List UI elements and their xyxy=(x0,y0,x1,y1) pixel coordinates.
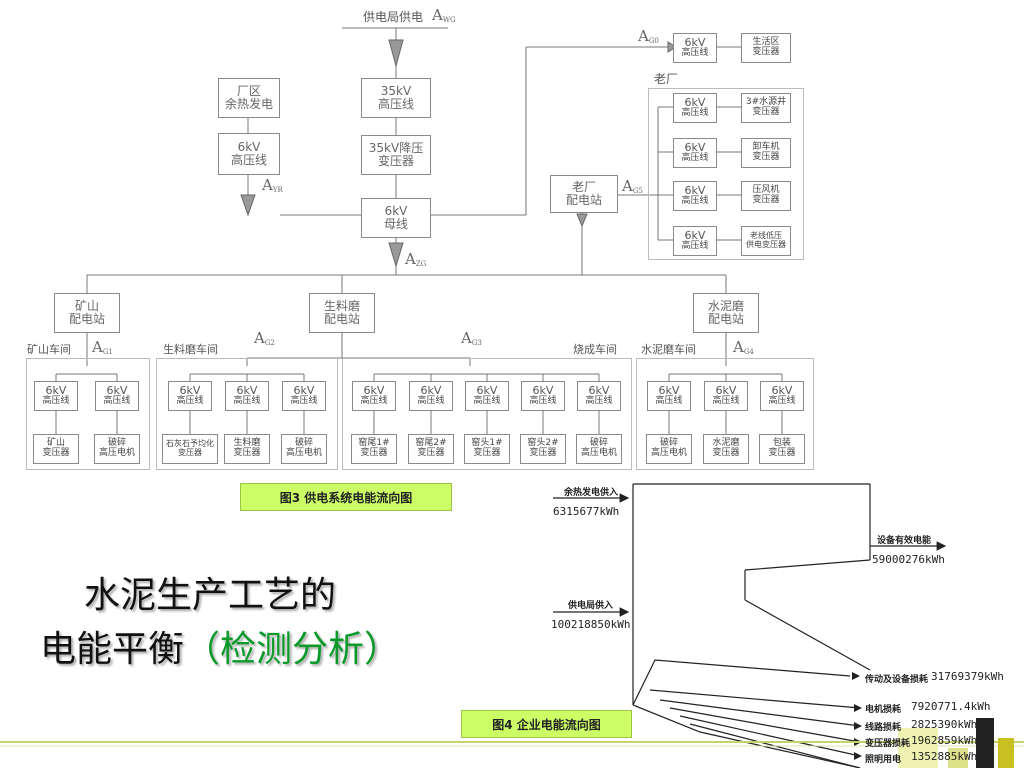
figure-3-caption: 图3 供电系统电能流向图 xyxy=(240,483,452,511)
loss-value-1: 31769379kWh xyxy=(931,670,1004,683)
useful-energy-value: 59000276kWh xyxy=(872,553,945,566)
mine-workshop-frame xyxy=(26,358,150,470)
load-box: 破碎高压电机 xyxy=(646,434,692,464)
load-box: 破碎高压电机 xyxy=(281,434,327,464)
old-station-box: 老厂配电站 xyxy=(550,175,618,213)
old-plant-frame xyxy=(648,88,804,260)
a-g2-label: AG2 xyxy=(254,329,275,347)
loss-label-2: 电机损耗 xyxy=(865,705,902,715)
a-g1-label: AG1 xyxy=(92,338,113,356)
load-box: 窑尾2#变压器 xyxy=(408,434,454,464)
35kv-transformer-box: 35kV降压变压器 xyxy=(361,135,431,175)
cement-mill-station-box: 水泥磨配电站 xyxy=(693,293,759,333)
a-g0-label: AG0 xyxy=(638,27,659,45)
corner-decoration xyxy=(898,718,1024,768)
source-label: 供电局供电 xyxy=(363,10,424,24)
loss-label-5: 照明用电 xyxy=(865,755,902,765)
loss-value-5: 1352885kWh xyxy=(911,750,978,763)
slide-title-line-2: 电能平衡（检测分析） xyxy=(40,620,400,672)
old-plant-label: 老厂 xyxy=(654,72,679,86)
a-zg-label: AZG xyxy=(405,250,427,268)
cement-mill-workshop-frame xyxy=(636,358,814,470)
useful-energy-label: 设备有效电能 xyxy=(877,536,932,546)
load-box: 水泥磨变压器 xyxy=(703,434,749,464)
kiln-workshop-frame xyxy=(342,358,632,470)
load-box: 窑尾1#变压器 xyxy=(351,434,397,464)
input-2-label: 供电局供入 xyxy=(568,601,614,611)
old-load-1: 3#水源井变压器 xyxy=(741,93,791,123)
loss-label-4: 变压器损耗 xyxy=(865,739,911,749)
kiln-workshop-label: 烧成车间 xyxy=(573,343,617,356)
slide-title-line-1: 水泥生产工艺的 xyxy=(84,575,337,616)
old-load-2: 卸车机变压器 xyxy=(741,138,791,168)
load-box: 石灰石予均化变压器 xyxy=(162,434,218,464)
old-load-4: 老线低压供电变压器 xyxy=(741,226,791,256)
raw-mill-station-box: 生料磨配电站 xyxy=(309,293,375,333)
figure-4-caption: 图4 企业电能流向图 xyxy=(461,710,632,738)
raw-mill-workshop-label: 生料磨车间 xyxy=(163,343,218,356)
load-box: 破碎高压电机 xyxy=(576,434,622,464)
title-green-part: （检测分析） xyxy=(184,629,401,670)
title-black-part: 电能平衡 xyxy=(40,629,185,670)
mine-workshop-label: 矿山车间 xyxy=(27,343,71,356)
load-box: 破碎高压电机 xyxy=(94,434,140,464)
loss-label-3: 线路损耗 xyxy=(865,723,902,733)
a-g3-label: AG3 xyxy=(461,329,482,347)
loss-label-1: 传动及设备损耗 xyxy=(865,675,929,685)
a-g4-label: AG4 xyxy=(733,338,754,356)
load-box: 包装变压器 xyxy=(759,434,805,464)
loss-value-3: 2825390kWh xyxy=(911,718,978,731)
load-box: 窑头1#变压器 xyxy=(464,434,510,464)
loss-value-4: 1962859kWh xyxy=(911,734,978,747)
load-box: 生料磨变压器 xyxy=(224,434,270,464)
input-2-value: 100218850kWh xyxy=(551,618,631,631)
input-1-value: 6315677kWh xyxy=(553,505,620,518)
a-wg-label: AWG xyxy=(432,6,456,24)
mine-station-box: 矿山配电站 xyxy=(54,293,120,333)
cement-mill-workshop-label: 水泥磨车间 xyxy=(641,343,696,356)
a-yr-label: AYR xyxy=(262,176,283,194)
waste-heat-box: 厂区余热发电 xyxy=(218,78,280,118)
old-load-3: 压风机变压器 xyxy=(741,181,791,211)
load-box: 窑头2#变压器 xyxy=(520,434,566,464)
load-box: 矿山变压器 xyxy=(33,434,79,464)
a-g5-label: AG5 xyxy=(622,177,643,195)
loss-value-2: 7920771.4kWh xyxy=(911,700,991,713)
raw-mill-workshop-frame xyxy=(156,358,338,470)
input-1-label: 余热发电供入 xyxy=(564,488,619,498)
living-transformer-box: 生活区变压器 xyxy=(741,33,791,63)
